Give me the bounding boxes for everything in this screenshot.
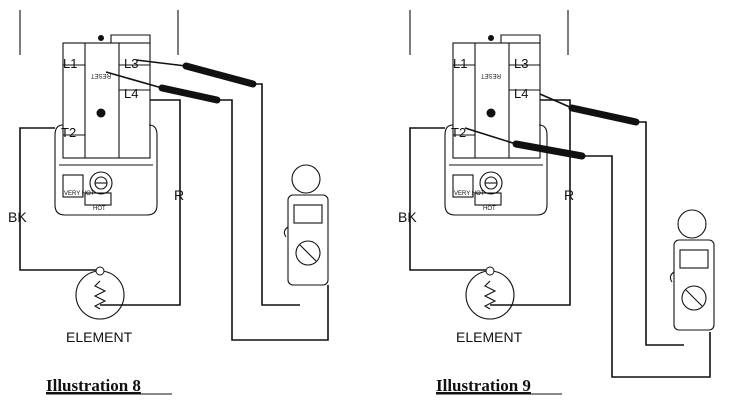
illustration-9-caption: Illustration 9 <box>436 376 531 395</box>
r-label: R <box>564 187 574 203</box>
meter-lead <box>217 99 329 341</box>
test-probe-icon <box>568 104 640 126</box>
l4-label: L4 <box>124 86 138 101</box>
probe-lead <box>135 59 187 67</box>
hot-label: HOT <box>93 206 106 212</box>
test-probe-icon <box>512 140 586 160</box>
bk-wire <box>409 127 490 271</box>
t2-label: T2 <box>451 125 466 140</box>
reset-label: RESET <box>481 72 501 78</box>
element-label: ELEMENT <box>456 329 523 345</box>
reset-label: RESET <box>91 72 111 78</box>
clamp-meter-icon <box>283 164 329 286</box>
probe-lead <box>105 71 163 89</box>
bk-label: BK <box>398 209 417 225</box>
illustration-8: L1 L3 L4 T2 RESET VERY HOT HOT BK R ELEM… <box>8 10 329 395</box>
bk-label: BK <box>8 209 27 225</box>
r-wire <box>100 99 181 306</box>
l1-label: L1 <box>63 56 77 71</box>
very-hot-label: VERY HOT <box>454 191 485 197</box>
test-probe-icon <box>158 84 221 104</box>
heating-element-icon <box>465 266 515 320</box>
l3-label: L3 <box>124 56 138 71</box>
illustration-8-caption: Illustration 8 <box>46 376 141 395</box>
probe-lead <box>539 93 573 109</box>
l4-label: L4 <box>514 86 528 101</box>
element-label: ELEMENT <box>66 329 133 345</box>
clamp-meter-icon <box>669 209 715 331</box>
very-hot-label: VERY HOT <box>64 191 95 197</box>
t2-label: T2 <box>61 125 76 140</box>
meter-lead <box>582 155 711 378</box>
test-probe-icon <box>182 62 257 88</box>
hot-label: HOT <box>483 206 496 212</box>
r-label: R <box>174 187 184 203</box>
l3-label: L3 <box>514 56 528 71</box>
heating-element-icon <box>75 266 125 320</box>
probe-lead <box>464 127 517 145</box>
l1-label: L1 <box>453 56 467 71</box>
bk-wire <box>19 127 100 271</box>
meter-lead <box>636 121 684 346</box>
illustration-9: L1 L3 L4 T2 RESET VERY HOT HOT BK R ELEM… <box>398 10 715 395</box>
meter-lead <box>253 83 300 306</box>
